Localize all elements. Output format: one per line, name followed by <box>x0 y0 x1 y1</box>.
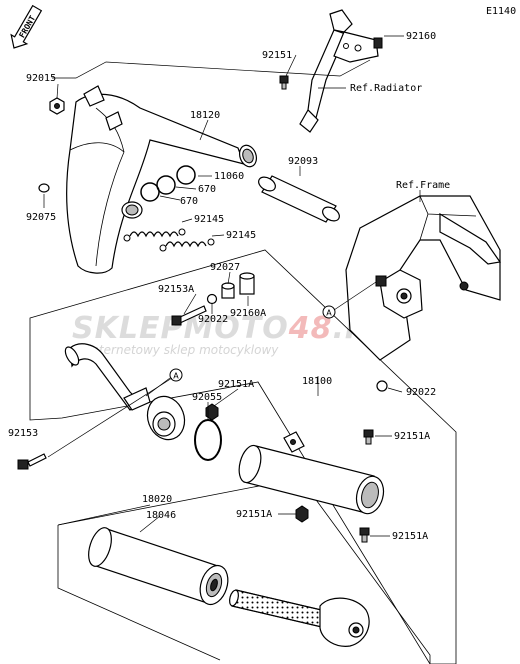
bolt-92151A-c <box>295 505 309 523</box>
label-ref-frame: Ref.Frame <box>396 180 450 191</box>
label-92151A-a: 92151A <box>218 379 254 390</box>
bolt-92151A-d <box>359 527 370 543</box>
label-92022-a: 92022 <box>198 314 228 325</box>
exhaust-pipe-18120 <box>66 85 258 274</box>
label-670-a: 670 <box>198 184 216 195</box>
washer-92022-b <box>376 380 388 392</box>
label-92075: 92075 <box>26 212 56 223</box>
diagram-code: E1140 <box>486 6 516 17</box>
label-92015: 92015 <box>26 73 56 84</box>
label-92145-a: 92145 <box>194 214 224 225</box>
o-ring-670-a <box>156 175 176 195</box>
o-ring-670-b <box>140 182 160 202</box>
label-18046: 18046 <box>146 510 176 521</box>
ref-marker-a-pipe: A <box>169 368 183 382</box>
front-arrow-icon: FRONT <box>10 4 43 49</box>
label-92151-top: 92151 <box>262 50 292 61</box>
label-92145-b: 92145 <box>226 230 256 241</box>
bolt-92153A <box>171 305 207 326</box>
label-92153A: 92153A <box>158 284 194 295</box>
ref-marker-a-frame: A <box>322 305 336 319</box>
label-92151A-d: 92151A <box>392 531 428 542</box>
bolt-92151-top <box>279 75 289 90</box>
label-92160A: 92160A <box>230 308 266 319</box>
grommet-92075 <box>38 183 50 193</box>
silencer-packing-18046 <box>88 527 229 606</box>
watermark-part-b: MOTO <box>183 311 288 346</box>
gasket-92055 <box>194 419 222 461</box>
label-92151A-b: 92151A <box>394 431 430 442</box>
gasket-11060 <box>176 165 196 185</box>
part-labels: 92160 92151 Ref.Radiator 92015 18120 920… <box>8 31 450 542</box>
radiator-bracket <box>299 9 383 133</box>
silencer-assembly-box <box>57 477 431 664</box>
collar-92027 <box>221 282 235 299</box>
spring-92145-b <box>159 238 215 252</box>
label-18020: 18020 <box>142 494 172 505</box>
label-18120: 18120 <box>190 110 220 121</box>
label-670-b: 670 <box>180 196 198 207</box>
label-92055: 92055 <box>192 392 222 403</box>
muffler-inlet-flange <box>146 395 186 441</box>
label-ref-radiator: Ref.Radiator <box>350 83 422 94</box>
damper-92160A <box>239 272 255 295</box>
connector-tube-92093 <box>258 175 340 223</box>
label-92022-b: 92022 <box>406 387 436 398</box>
silencer-end-cap <box>319 597 370 647</box>
label-92160: 92160 <box>406 31 436 42</box>
ref-marker-a-frame-text: A <box>326 309 332 318</box>
bolt-92151A-a <box>205 403 219 421</box>
silencer-body-18100 <box>238 431 385 515</box>
label-11060: 11060 <box>214 171 244 182</box>
leader-lines <box>43 35 421 537</box>
label-92153: 92153 <box>8 428 38 439</box>
label-92151A-c: 92151A <box>236 509 272 520</box>
nut-92015 <box>49 97 65 115</box>
label-92093: 92093 <box>288 156 318 167</box>
watermark-subtitle: internetowy sklep motocyklowy <box>88 343 279 357</box>
bolt-92153 <box>17 453 47 470</box>
ref-marker-a-pipe-text: A <box>173 372 179 381</box>
spring-92145-a <box>123 228 186 242</box>
silencer-core-perforated <box>229 589 331 629</box>
watermark-part-a: SKLEP <box>72 311 183 346</box>
pipe-sleeve <box>121 201 143 219</box>
label-18100: 18100 <box>302 376 332 387</box>
frame-section <box>345 195 502 361</box>
washer-92022-a <box>206 293 218 305</box>
watermark-part-c: 48 <box>288 311 333 346</box>
label-92027: 92027 <box>210 262 240 273</box>
bolt-92151A-b <box>363 429 374 445</box>
